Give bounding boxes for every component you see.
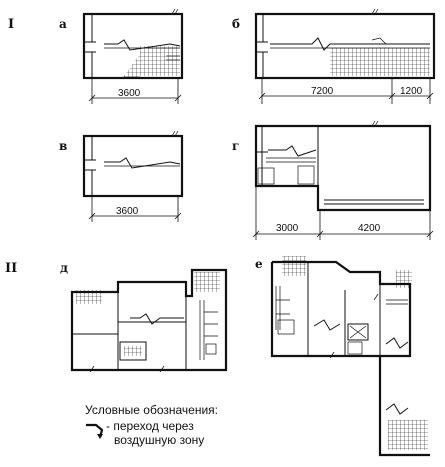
section-1-label: I — [8, 17, 14, 32]
plan-v-label: в — [59, 139, 67, 153]
plan-g-left-dimension: 3000 — [276, 223, 299, 234]
plan-g: г 3000 4200 — [232, 120, 434, 240]
plan-b-dimension: 7200 — [311, 86, 334, 97]
plan-v: в 3600 — [59, 130, 184, 222]
plan-g-right-dimension: 4200 — [358, 223, 381, 234]
legend-item-line1: - переход через — [106, 419, 194, 433]
plan-e: е — [255, 256, 430, 457]
legend-item-line2: воздушную зону — [114, 433, 204, 447]
plan-a-dimension: 3600 — [118, 88, 141, 99]
plan-a: а 3600 — [59, 8, 184, 104]
section-2-label: II — [5, 261, 17, 276]
air-zone-transition-symbol — [86, 423, 104, 438]
plan-a-label: а — [59, 17, 67, 31]
plan-d: д — [60, 261, 228, 373]
legend-title: Условные обозначения: — [85, 403, 218, 417]
plan-b-label: б — [232, 17, 240, 31]
plan-g-label: г — [232, 139, 239, 153]
plan-d-label: д — [60, 261, 68, 275]
plan-b-balcony-dimension: 1200 — [400, 86, 423, 97]
plan-v-dimension: 3600 — [116, 206, 139, 217]
legend: Условные обозначения: - переход через во… — [85, 403, 218, 447]
plan-b: б 7200 1200 — [232, 8, 436, 104]
plan-e-label: е — [255, 257, 263, 271]
